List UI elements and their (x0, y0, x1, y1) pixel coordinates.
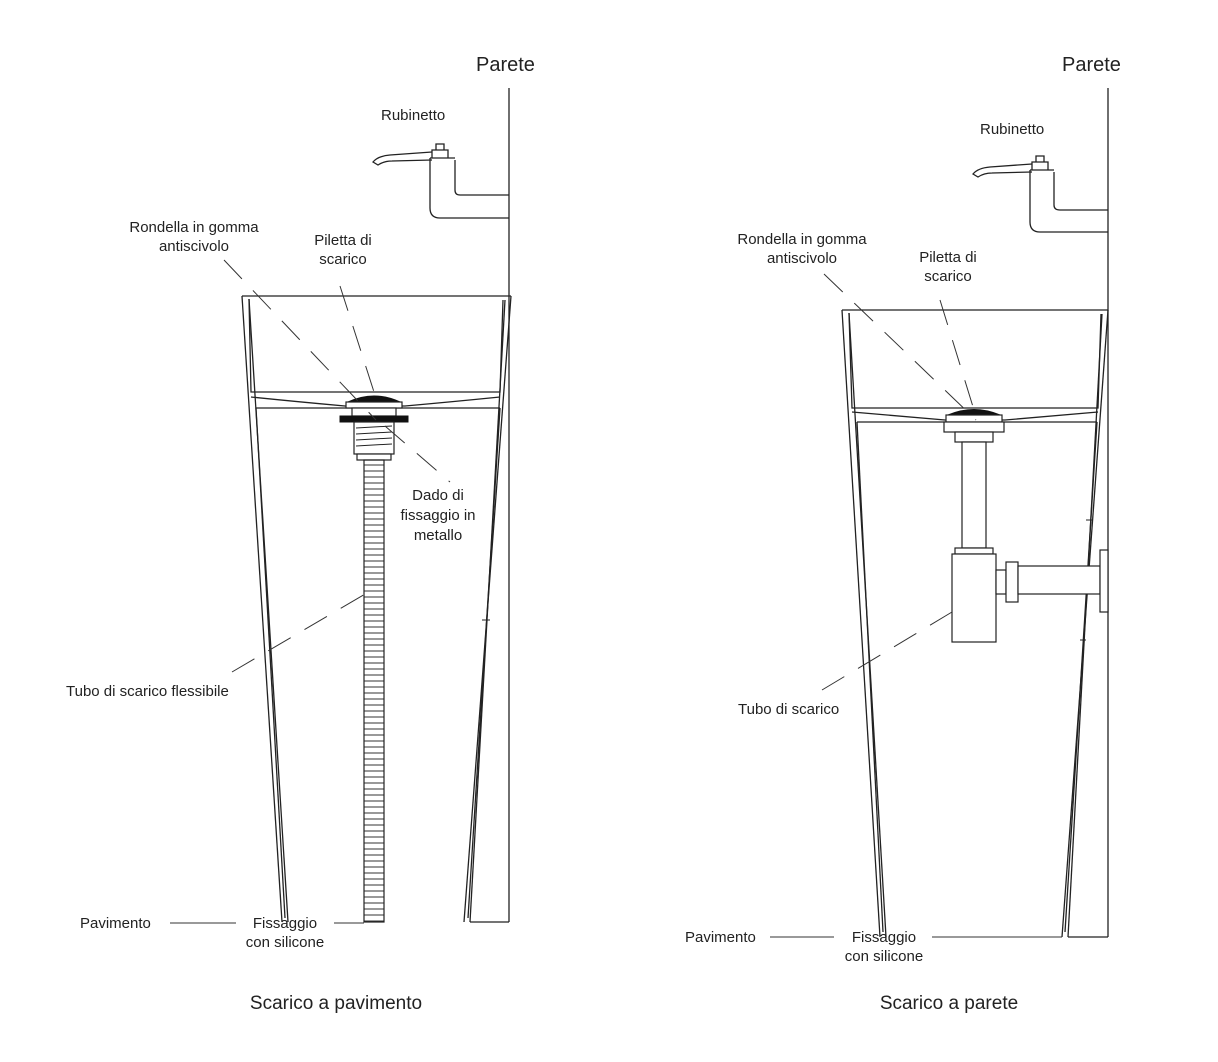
right-caption: Scarico a parete (880, 993, 1018, 1014)
right-floor-label: Pavimento (685, 929, 756, 946)
right-drain-assembly (943, 409, 1109, 643)
left-fixing-label-1: Fissaggio (253, 915, 317, 932)
left-leader-lines (170, 259, 451, 924)
right-pipe-label: Tubo di scarico (738, 701, 839, 718)
right-faucet-label: Rubinetto (980, 121, 1044, 138)
left-wall-label: Parete (476, 54, 535, 76)
left-drain-assembly (339, 395, 409, 461)
left-nut-label-3: metallo (414, 527, 462, 544)
wall-drain-diagram: Parete Rubinetto Rondella in gomma antis… (685, 54, 1121, 1014)
right-leader-lines (770, 273, 1062, 938)
left-drain-label-2: scarico (319, 251, 367, 268)
left-faucet-icon (372, 143, 509, 219)
left-washer-label-2: antiscivolo (159, 238, 229, 255)
left-nut-label-2: fissaggio in (400, 507, 475, 524)
right-fixing-label-1: Fissaggio (852, 929, 916, 946)
right-washer-label-2: antiscivolo (767, 250, 837, 267)
left-caption: Scarico a pavimento (250, 993, 422, 1014)
left-faucet-label: Rubinetto (381, 107, 445, 124)
left-fixing-label-2: con silicone (246, 934, 324, 951)
left-drain-label-1: Piletta di (314, 232, 372, 249)
left-floor-label: Pavimento (80, 915, 151, 932)
left-washer-label-1: Rondella in gomma (129, 219, 259, 236)
left-basin-outline (248, 298, 504, 919)
right-drain-label-2: scarico (924, 268, 972, 285)
left-nut-label-1: Dado di (412, 487, 464, 504)
right-washer-label-1: Rondella in gomma (737, 231, 867, 248)
left-pipe-label: Tubo di scarico flessibile (66, 683, 229, 700)
right-faucet-icon (972, 155, 1108, 233)
right-fixing-label-2: con silicone (845, 948, 923, 965)
right-wall-label: Parete (1062, 54, 1121, 76)
floor-drain-diagram: Parete Rubinetto Rondella in gomma antis… (66, 54, 535, 1014)
left-flexible-hose (363, 459, 385, 923)
right-drain-label-1: Piletta di (919, 249, 977, 266)
